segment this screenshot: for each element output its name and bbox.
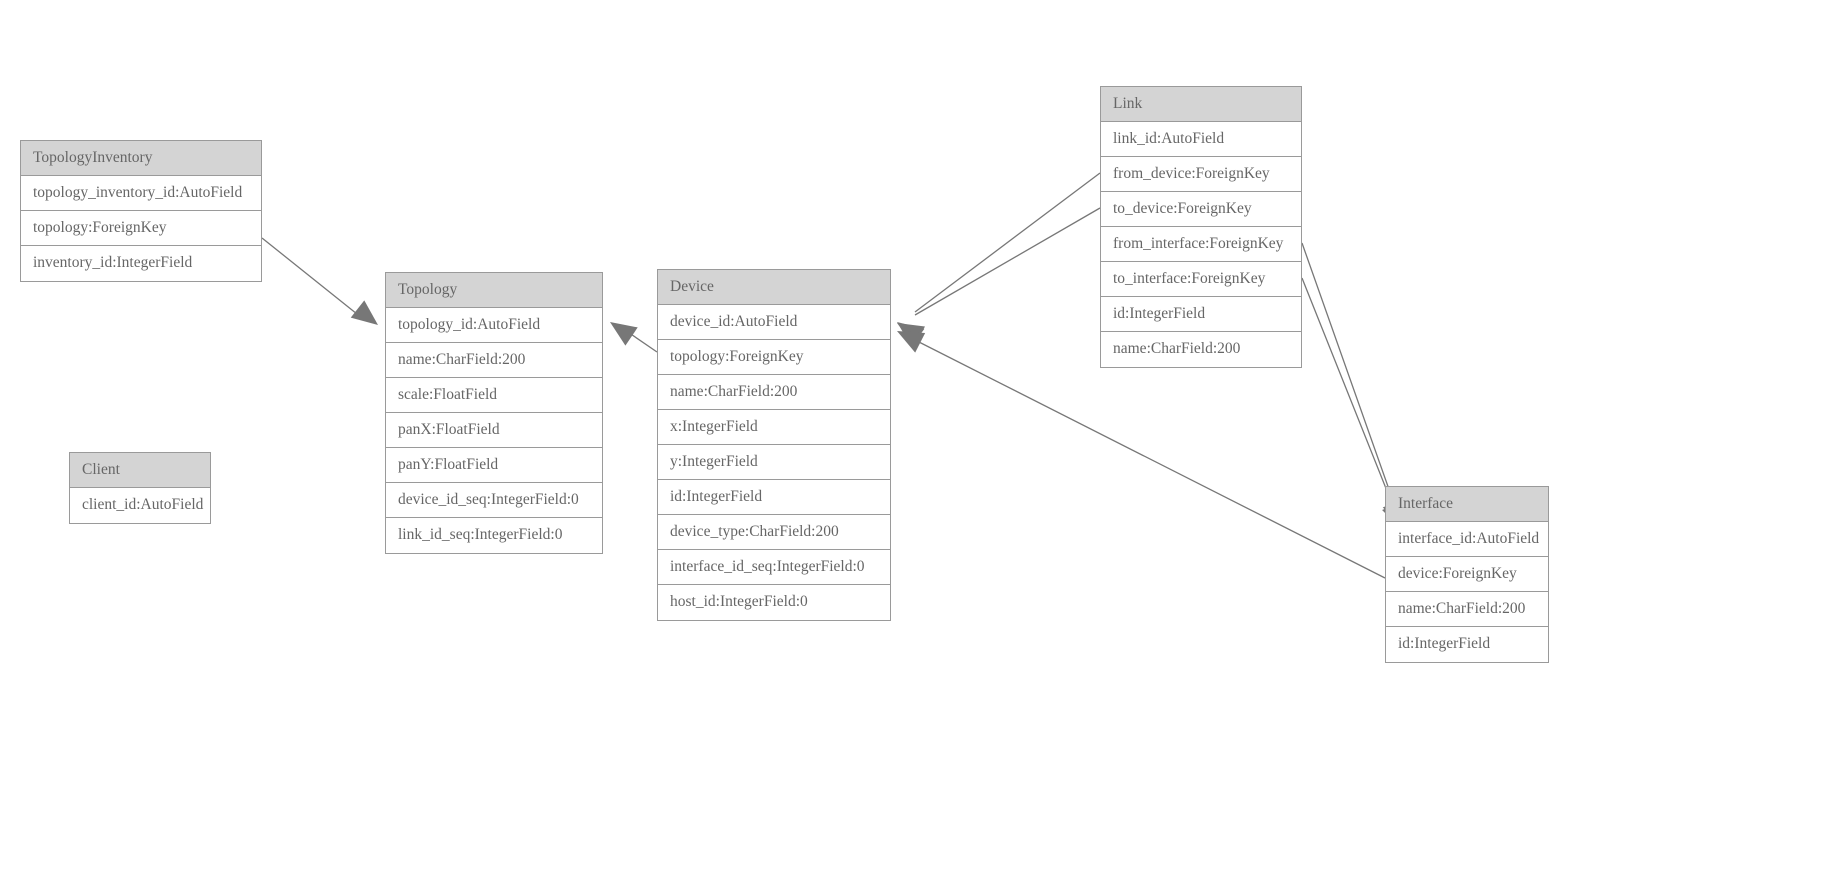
entity-field-row[interactable]: to_interface:ForeignKey bbox=[1101, 262, 1301, 297]
entity-field-row[interactable]: link_id:AutoField bbox=[1101, 122, 1301, 157]
entity-field-row[interactable]: link_id_seq:IntegerField:0 bbox=[386, 518, 602, 553]
entity-field-row[interactable]: host_id:IntegerField:0 bbox=[658, 585, 890, 620]
entity-field-row[interactable]: scale:FloatField bbox=[386, 378, 602, 413]
arrowhead-rel-link-fromdevice-device bbox=[897, 322, 925, 347]
entity-title-topology: Topology bbox=[386, 273, 602, 308]
entity-field-row[interactable]: id:IntegerField bbox=[1386, 627, 1548, 662]
entity-field-row[interactable]: name:CharField:200 bbox=[1386, 592, 1548, 627]
arrowhead-rel-topologyinventory-topology bbox=[350, 300, 378, 325]
entity-field-row[interactable]: device_id:AutoField bbox=[658, 305, 890, 340]
entity-field-row[interactable]: x:IntegerField bbox=[658, 410, 890, 445]
entity-field-row[interactable]: from_interface:ForeignKey bbox=[1101, 227, 1301, 262]
entity-field-row[interactable]: name:CharField:200 bbox=[1101, 332, 1301, 367]
arrowhead-rel-interface-device bbox=[897, 331, 926, 353]
entity-field-row[interactable]: topology:ForeignKey bbox=[658, 340, 890, 375]
relationship-line-rel-link-tointerface-interface bbox=[1301, 277, 1398, 517]
entity-title-client: Client bbox=[70, 453, 210, 488]
entity-title-topology_inventory: TopologyInventory bbox=[21, 141, 261, 176]
entity-field-row[interactable]: device_id_seq:IntegerField:0 bbox=[386, 483, 602, 518]
entity-title-link: Link bbox=[1101, 87, 1301, 122]
relationship-line-rel-device-topology bbox=[621, 327, 658, 353]
entity-field-row[interactable]: from_device:ForeignKey bbox=[1101, 157, 1301, 192]
relationship-line-rel-link-frominterface-interface bbox=[1301, 242, 1398, 513]
entity-title-device: Device bbox=[658, 270, 890, 305]
entity-field-row[interactable]: y:IntegerField bbox=[658, 445, 890, 480]
entity-field-row[interactable]: topology:ForeignKey bbox=[21, 211, 261, 246]
arrowhead-rel-device-topology bbox=[610, 322, 638, 346]
relationship-line-rel-topologyinventory-topology bbox=[261, 237, 363, 319]
entity-field-row[interactable]: name:CharField:200 bbox=[386, 343, 602, 378]
entity-field-row[interactable]: inventory_id:IntegerField bbox=[21, 246, 261, 281]
entity-field-row[interactable]: interface_id_seq:IntegerField:0 bbox=[658, 550, 890, 585]
entity-title-interface: Interface bbox=[1386, 487, 1548, 522]
entity-field-row[interactable]: interface_id:AutoField bbox=[1386, 522, 1548, 557]
entity-field-row[interactable]: device:ForeignKey bbox=[1386, 557, 1548, 592]
relationship-line-rel-link-todevice-device bbox=[914, 207, 1101, 316]
arrowhead-rel-link-todevice-device bbox=[897, 323, 926, 346]
entity-field-row[interactable]: device_type:CharField:200 bbox=[658, 515, 890, 550]
entity-field-row[interactable]: topology_inventory_id:AutoField bbox=[21, 176, 261, 211]
entity-field-row[interactable]: topology_id:AutoField bbox=[386, 308, 602, 343]
entity-field-row[interactable]: id:IntegerField bbox=[658, 480, 890, 515]
entity-field-row[interactable]: panY:FloatField bbox=[386, 448, 602, 483]
entity-field-row[interactable]: id:IntegerField bbox=[1101, 297, 1301, 332]
entity-field-row[interactable]: panX:FloatField bbox=[386, 413, 602, 448]
relationship-line-rel-link-fromdevice-device bbox=[914, 172, 1101, 313]
entity-field-row[interactable]: client_id:AutoField bbox=[70, 488, 210, 523]
relationship-line-rel-interface-device bbox=[914, 339, 1386, 579]
entity-field-row[interactable]: name:CharField:200 bbox=[658, 375, 890, 410]
entity-field-row[interactable]: to_device:ForeignKey bbox=[1101, 192, 1301, 227]
